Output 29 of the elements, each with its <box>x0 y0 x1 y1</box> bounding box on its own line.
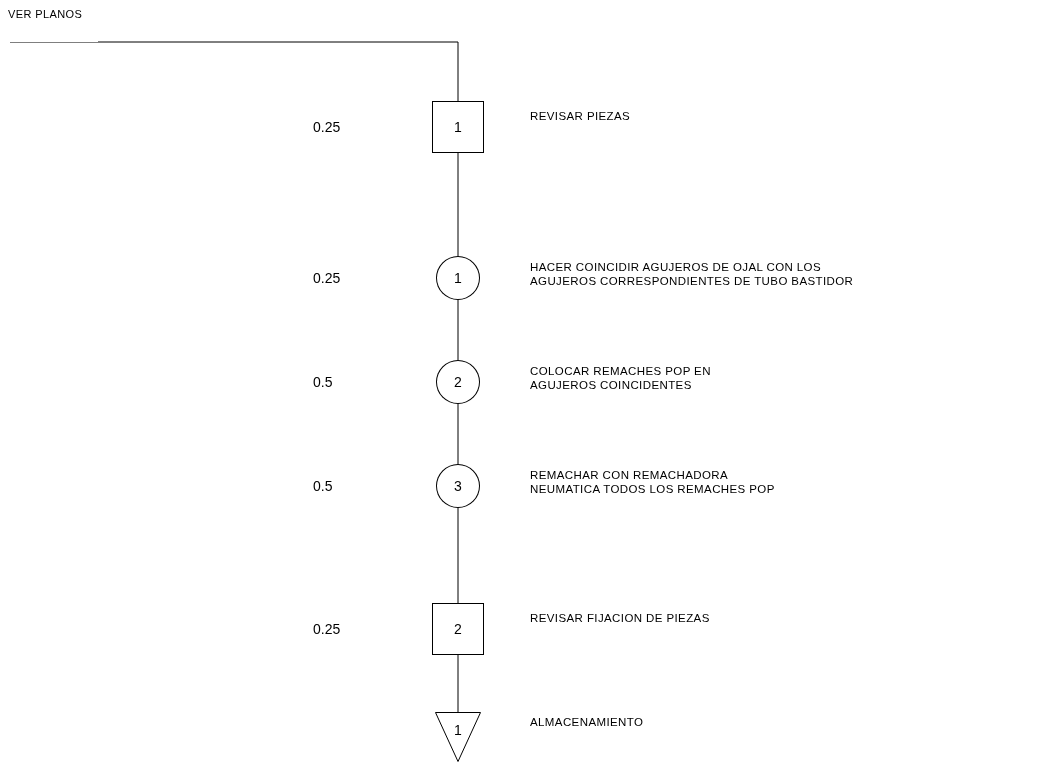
inspection-square <box>432 603 484 655</box>
connector-line <box>457 403 459 465</box>
step-number: 1 <box>454 118 462 136</box>
step-number: 1 <box>454 721 462 739</box>
operation-circle <box>436 256 480 300</box>
connector-line <box>457 654 459 713</box>
step-description: REMACHAR CON REMACHADORA NEUMATICA TODOS LOS REMACHES POP <box>530 468 776 497</box>
operation-circle <box>436 464 480 508</box>
time-value: 0.5 <box>313 374 333 391</box>
step-number: 2 <box>454 620 462 638</box>
connector-line <box>457 152 459 257</box>
inspection-square <box>432 101 484 153</box>
step-description: REVISAR PIEZAS <box>530 109 632 124</box>
time-value: 0.25 <box>313 270 341 287</box>
time-value: 0.5 <box>313 478 333 495</box>
storage-triangle <box>435 712 481 762</box>
step-number: 1 <box>454 269 462 287</box>
start-label: VER PLANOS <box>8 8 83 22</box>
connector-line <box>457 299 459 361</box>
time-value: 0.25 <box>313 621 341 638</box>
connector-line <box>457 507 459 604</box>
step-number: 3 <box>454 477 462 495</box>
operation-circle <box>436 360 480 404</box>
step-description: HACER COINCIDIR AGUJEROS DE OJAL CON LOS AGUJEROS CORRESPONDIENTES DE TUBO BASTIDOR <box>530 260 855 289</box>
step-number: 2 <box>454 373 462 391</box>
step-description: REVISAR FIJACION DE PIEZAS <box>530 611 711 626</box>
time-value: 0.25 <box>313 119 341 136</box>
step-description: COLOCAR REMACHES POP EN AGUJEROS COINCIDENTES <box>530 364 712 393</box>
step-description: ALMACENAMIENTO <box>530 715 645 730</box>
